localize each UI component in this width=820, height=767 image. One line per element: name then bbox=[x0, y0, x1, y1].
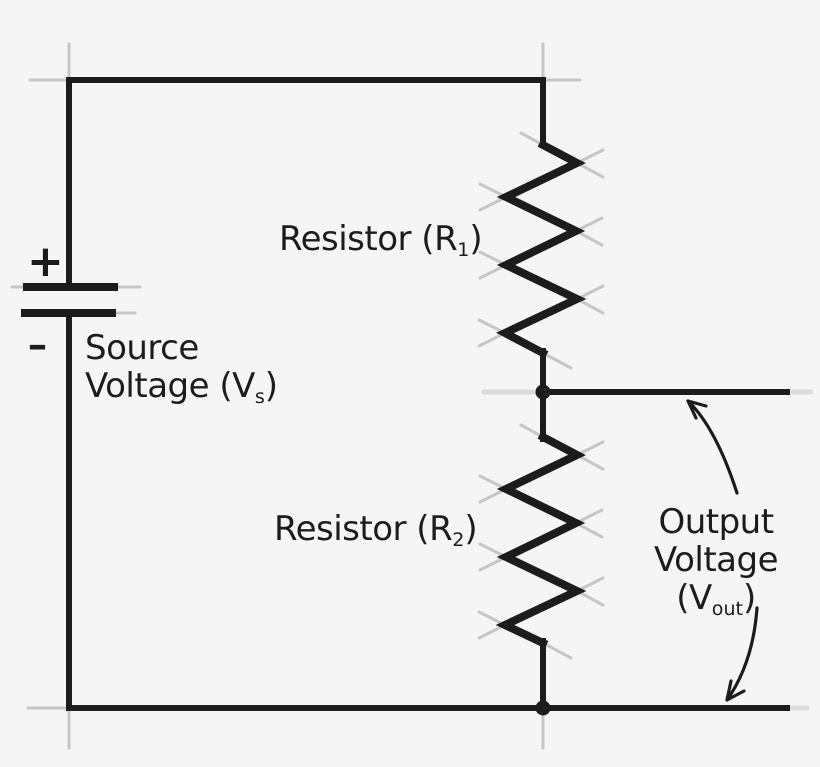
battery-plus-sign: + bbox=[27, 236, 64, 287]
resistor-r1-symbol bbox=[496, 139, 587, 359]
output-voltage-subscript: out bbox=[711, 597, 743, 620]
source-voltage-subscript: s bbox=[254, 385, 265, 408]
output-arrow-to-tap-icon bbox=[686, 399, 739, 495]
source-voltage-line2: Voltage (Vs) bbox=[85, 366, 278, 408]
battery-minus-sign: - bbox=[27, 309, 48, 377]
top-wire bbox=[66, 77, 546, 290]
r1-subscript: 1 bbox=[457, 238, 470, 261]
resistor-r2-label: Resistor (R2) bbox=[274, 509, 478, 551]
resistor-r2-symbol bbox=[495, 431, 587, 649]
bottom-junction-dot bbox=[535, 700, 551, 716]
output-arrow-to-bottom-icon bbox=[725, 606, 759, 702]
output-voltage-line1: Output bbox=[658, 502, 774, 542]
output-voltage-line2: Voltage bbox=[653, 540, 779, 580]
sketch-r2-end bbox=[541, 641, 573, 660]
source-voltage-line1: Source bbox=[85, 328, 199, 368]
circuit-ink bbox=[21, 77, 790, 716]
tap-junction-dot bbox=[535, 384, 551, 400]
source-voltage-label: Source Voltage (Vs) bbox=[85, 329, 278, 410]
output-voltage-label: Output Voltage (Vout) bbox=[641, 503, 791, 622]
output-voltage-arrows bbox=[686, 399, 759, 702]
sketch-r1-end bbox=[541, 351, 573, 370]
output-voltage-line3: (Vout) bbox=[676, 578, 756, 620]
r2-subscript: 2 bbox=[452, 528, 465, 551]
resistor-r1-label: Resistor (R1) bbox=[279, 219, 483, 261]
